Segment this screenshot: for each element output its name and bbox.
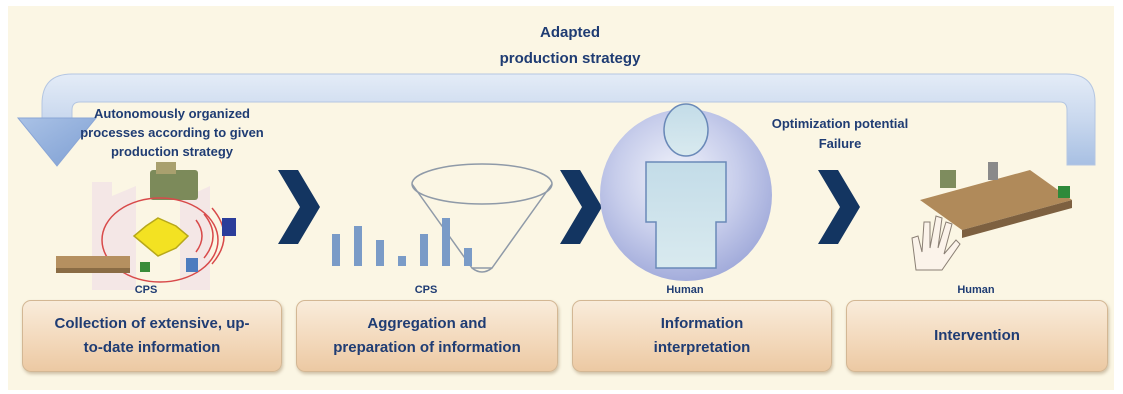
- stage-collection: Collection of extensive, up- to-date inf…: [22, 300, 282, 372]
- human-icon: [600, 103, 772, 281]
- optimization-label: Optimization potential Failure: [771, 116, 909, 151]
- bar-chart-icon: [332, 218, 472, 266]
- actor-label-cps-1: CPS: [134, 284, 158, 296]
- chevron-arrow-3: [818, 170, 860, 244]
- stage-aggregation: Aggregation and preparation of informati…: [296, 300, 558, 372]
- actor-label-cps-2: CPS: [414, 284, 438, 296]
- factory-network-illustration: [56, 162, 236, 290]
- actor-label-human-2: Human: [957, 284, 995, 296]
- bar-7: [464, 248, 472, 266]
- feedback-arrowhead: [16, 117, 98, 167]
- bar-6: [442, 218, 450, 266]
- chevron-arrow-1: [278, 170, 320, 244]
- loop-title-line1: Adapted: [540, 24, 600, 41]
- actor-label-human-1: Human: [666, 284, 704, 296]
- stage-interpretation: Information interpretation: [572, 300, 832, 372]
- bar-4: [398, 256, 406, 266]
- aggregation-funnel-icon: [411, 163, 553, 273]
- loop-title-line2: production strategy: [499, 50, 641, 67]
- production-line-hand-illustration: [911, 162, 1072, 271]
- bar-2: [354, 226, 362, 266]
- bar-5: [420, 234, 428, 266]
- stage-intervention: Intervention: [846, 300, 1108, 372]
- bar-1: [332, 234, 340, 266]
- bar-3: [376, 240, 384, 266]
- autonomous-processes-label: Autonomously organized processes accordi…: [80, 106, 264, 159]
- chevron-arrow-2: [560, 170, 602, 244]
- loop-title: Adapted production strategy: [470, 20, 670, 72]
